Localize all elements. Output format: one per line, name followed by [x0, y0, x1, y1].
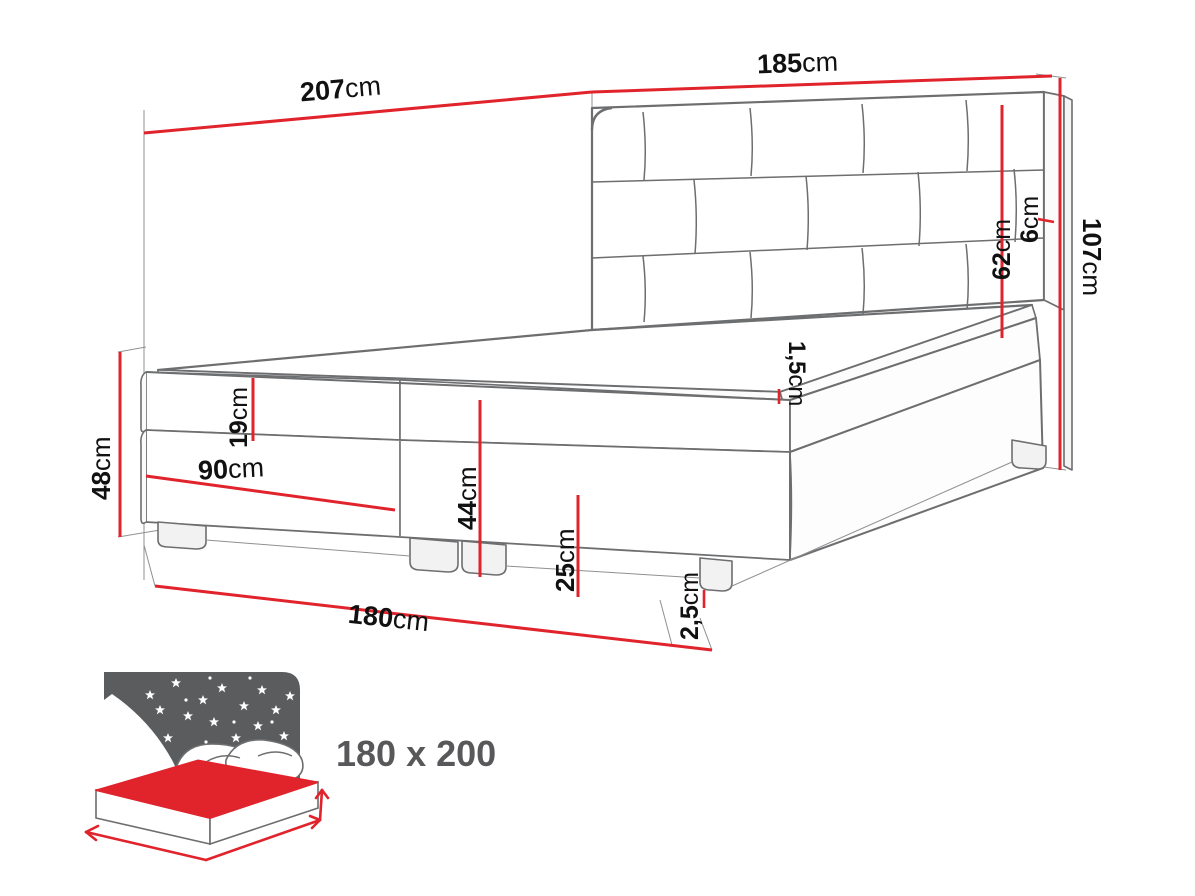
label-6: 6cm — [1016, 195, 1044, 243]
label-48: 48cm — [86, 436, 116, 500]
dimline-207 — [143, 90, 593, 135]
bed-illustration — [140, 90, 1073, 592]
label-62: 62cm — [988, 218, 1016, 280]
star-field — [117, 676, 295, 781]
dimline-6 — [1037, 217, 1055, 224]
size-badge-label: 180 x 200 — [336, 733, 497, 774]
dimline-185 — [591, 74, 1053, 94]
label-25-leg: 2,5cm — [676, 571, 704, 640]
dimension-lines — [118, 74, 1062, 652]
label-19: 19cm — [225, 386, 253, 448]
headboard — [590, 90, 1073, 471]
mattress-body — [140, 317, 1041, 453]
label-44: 44cm — [452, 466, 482, 530]
mattress-size-icon — [84, 672, 330, 862]
label-107: 107cm — [1077, 218, 1107, 297]
label-185: 185cm — [756, 46, 839, 80]
label-90: 90cm — [197, 452, 265, 486]
box-spring-base — [140, 359, 1044, 561]
bed-legs — [157, 439, 1047, 592]
label-15: 1,5cm — [783, 341, 810, 407]
dimline-180 — [154, 584, 713, 652]
label-25: 25cm — [550, 528, 580, 592]
label-207: 207cm — [298, 70, 383, 108]
dimline-90 — [145, 474, 396, 512]
headboard-tufting — [591, 99, 1045, 323]
